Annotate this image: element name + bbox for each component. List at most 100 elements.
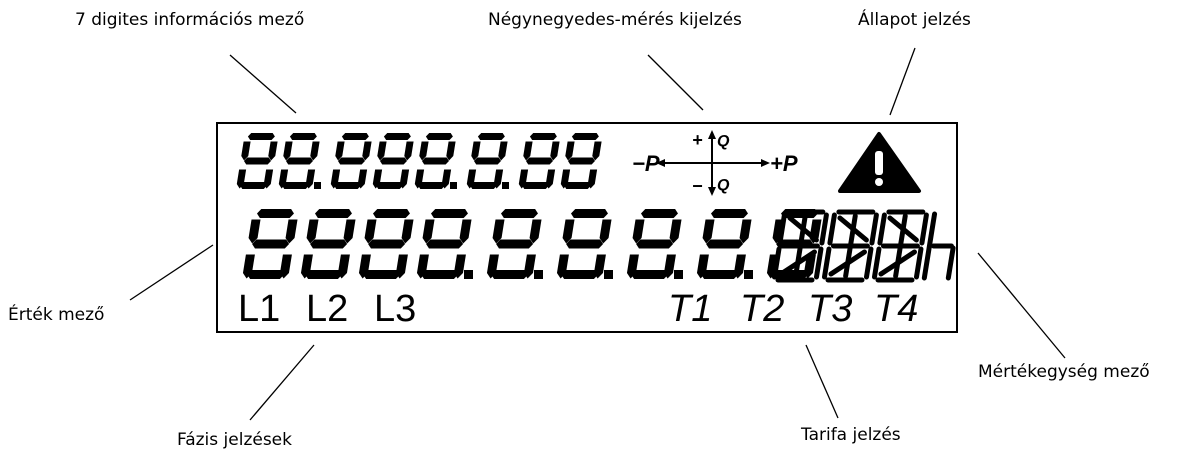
segment-d — [701, 270, 739, 279]
callout-info-field: 7 digites információs mező — [75, 10, 305, 30]
value-digit-row — [242, 209, 822, 279]
segment-a — [529, 133, 557, 140]
segment-c — [357, 169, 368, 189]
segment-e — [556, 254, 569, 279]
info-digit-0 — [236, 133, 278, 189]
segment-e — [372, 169, 383, 189]
segment-a — [477, 133, 505, 140]
tariff-t2: T2 — [740, 288, 785, 330]
value-digit-4 — [486, 209, 543, 279]
segment-f — [306, 219, 319, 244]
info-digit-5 — [466, 133, 509, 189]
segment-c — [399, 169, 410, 189]
tariff-t4: T4 — [874, 288, 919, 330]
segment-c — [453, 254, 466, 279]
segment-f — [702, 219, 715, 244]
segment-g — [421, 157, 449, 165]
segment-e — [330, 169, 341, 189]
segment-e — [466, 169, 477, 189]
segment-c — [337, 254, 350, 279]
segment-a — [710, 209, 748, 218]
decimal-point — [314, 182, 321, 189]
segment-e — [300, 254, 313, 279]
decimal-point — [450, 182, 457, 189]
segment-d — [491, 270, 529, 279]
segment-a — [570, 209, 608, 218]
callout-unit-field: Mértékegység mező — [978, 362, 1150, 382]
segment-c — [733, 254, 746, 279]
callout-phase: Fázis jelzések — [177, 430, 292, 450]
leader-unit-field — [977, 252, 1066, 359]
leader-quadrant — [647, 54, 704, 111]
quadrant-plus-p-label: +P — [770, 151, 798, 176]
segment-e — [358, 254, 371, 279]
segment-f — [471, 141, 481, 161]
segment-b — [362, 141, 372, 161]
segment-c — [263, 169, 274, 189]
segment-a — [500, 209, 538, 218]
segment-e — [242, 254, 255, 279]
callout-quadrant-display: Négynegyedes-mérés kijelzés — [488, 10, 742, 30]
leader-status — [889, 47, 916, 116]
segment-g — [252, 239, 290, 249]
quadrant-minus-p-label: −P — [632, 151, 660, 176]
segment-g — [243, 157, 271, 165]
segment-f — [565, 141, 575, 161]
info-digit-4 — [414, 133, 457, 189]
segment-f — [562, 219, 575, 244]
segment-e — [278, 169, 289, 189]
tariff-t3: T3 — [808, 288, 853, 330]
quadrant-indicator: −P +P + Q − Q — [632, 130, 798, 196]
segment-d — [631, 270, 669, 279]
decimal-point — [674, 270, 683, 279]
decimal-point — [604, 270, 613, 279]
segment-e — [414, 169, 425, 189]
segment-e — [236, 169, 247, 189]
phase-l1: L1 — [238, 288, 281, 330]
info-digit-7 — [560, 133, 602, 189]
segment-d — [522, 182, 550, 189]
segment-c — [305, 169, 316, 189]
segment-b — [401, 219, 414, 244]
segment-f — [523, 141, 533, 161]
segment-b — [446, 141, 456, 161]
info-digit-1 — [278, 133, 321, 189]
segment-g — [337, 157, 365, 165]
value-digit-5 — [556, 209, 613, 279]
segment-g — [379, 157, 407, 165]
quadrant-q-lower: Q — [717, 177, 730, 194]
value-digit-0 — [242, 209, 298, 279]
segment-f — [419, 141, 429, 161]
segment-c — [395, 254, 408, 279]
segment-d — [240, 182, 268, 189]
phase-l2: L2 — [306, 288, 349, 330]
segment-b — [404, 141, 414, 161]
segment-g — [368, 239, 406, 249]
leader-value-field — [129, 244, 214, 301]
info-digit-2 — [330, 133, 372, 189]
segment-f — [364, 219, 377, 244]
segment-c — [587, 169, 598, 189]
quadrant-plus-q-sign: + — [692, 130, 703, 150]
segment-a — [430, 209, 468, 218]
segment-g — [566, 239, 604, 249]
segment-f — [422, 219, 435, 244]
segment-b — [550, 141, 560, 161]
quadrant-minus-q-sign: − — [692, 176, 703, 196]
segment-g — [496, 239, 534, 249]
decimal-point — [744, 270, 753, 279]
segment-c — [593, 254, 606, 279]
segment-g — [285, 157, 313, 165]
value-digit-6 — [626, 209, 683, 279]
segment-f — [248, 219, 261, 244]
segment-a — [640, 209, 678, 218]
segment-a — [571, 133, 599, 140]
segment-a — [256, 209, 294, 218]
segment-c — [441, 169, 452, 189]
leader-phase — [249, 344, 315, 421]
segment-a — [247, 133, 275, 140]
leader-tariff — [805, 344, 839, 419]
segment-g — [525, 157, 553, 165]
segment-d — [334, 182, 362, 189]
